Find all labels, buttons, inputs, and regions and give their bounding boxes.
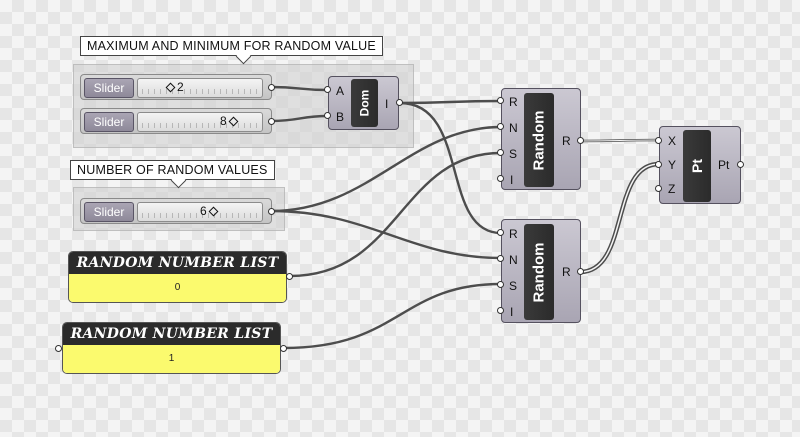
dom-name: Dom	[357, 89, 372, 117]
slider-grip-icon[interactable]	[208, 206, 219, 217]
random2-name: Random	[530, 242, 548, 302]
panel1-title: RANDOM NUMBER LIST	[69, 252, 286, 274]
dom-core[interactable]: Dom	[351, 79, 378, 127]
slider-max-value: 8	[220, 114, 227, 128]
slider-max-label: Slider	[84, 112, 134, 132]
slider-min-output-port[interactable]	[268, 84, 275, 91]
slider-max[interactable]: Slider 8	[80, 108, 272, 134]
random-component-2[interactable]: R N S I Random R	[501, 219, 581, 323]
panel1-content[interactable]: 0	[69, 274, 286, 302]
slider-count-track[interactable]: 6	[137, 202, 263, 222]
random2-input-r-port[interactable]	[497, 229, 504, 236]
pt-input-x-port[interactable]	[655, 137, 662, 144]
slider-count-value-display[interactable]: 6	[200, 204, 220, 218]
wire-panel2-to-random2-s	[282, 282, 503, 350]
slider-min-value-display[interactable]: 2	[164, 80, 184, 94]
random2-input-n-label: N	[509, 253, 518, 267]
panel2-content[interactable]: 1	[63, 345, 280, 373]
domain-component[interactable]: A B Dom I	[328, 76, 399, 130]
random1-input-n-port[interactable]	[497, 123, 504, 130]
wire-dom-to-random2-r	[398, 101, 503, 235]
panel2-input-port[interactable]	[55, 345, 62, 352]
random1-input-r-port[interactable]	[497, 97, 504, 104]
random2-input-n-port[interactable]	[497, 255, 504, 262]
pt-output-label: Pt	[718, 158, 730, 172]
random1-input-i-port[interactable]	[497, 175, 504, 182]
dom-input-a-label: A	[336, 84, 345, 98]
pt-input-z-port[interactable]	[655, 185, 662, 192]
slider-count-label: Slider	[84, 202, 134, 222]
wire-dom-to-random1-r	[398, 99, 503, 105]
slider-max-value-display[interactable]: 8	[220, 114, 240, 128]
panel1-output-port[interactable]	[286, 273, 293, 280]
dom-input-a-port[interactable]	[324, 86, 331, 93]
random1-input-n-label: N	[509, 121, 518, 135]
point-component[interactable]: X Y Z Pt Pt	[659, 126, 741, 204]
dom-input-b-port[interactable]	[324, 112, 331, 119]
pt-input-y-label: Y	[668, 158, 677, 172]
random1-output-port[interactable]	[577, 137, 584, 144]
random1-name: Random	[530, 110, 548, 170]
slider-max-output-port[interactable]	[268, 118, 275, 125]
random2-output-label: R	[562, 265, 571, 279]
random1-output-label: R	[562, 134, 571, 148]
random1-input-i-label: I	[510, 173, 514, 187]
pt-core[interactable]: Pt	[683, 130, 711, 202]
random1-input-r-label: R	[509, 95, 518, 109]
random2-input-r-label: R	[509, 227, 518, 241]
slider-min-value: 2	[177, 80, 184, 94]
wire-panel1-to-random1-s	[288, 151, 503, 278]
group-min-max-title: MAXIMUM AND MINIMUM FOR RANDOM VALUE	[80, 36, 383, 56]
slider-count-output-port[interactable]	[268, 208, 275, 215]
dom-input-b-label: B	[336, 110, 345, 124]
wire-random1-to-pt-x-list	[579, 139, 660, 142]
random2-output-port[interactable]	[577, 268, 584, 275]
slider-grip-icon[interactable]	[228, 116, 239, 127]
pt-input-z-label: Z	[668, 182, 676, 196]
slider-min[interactable]: Slider 2	[80, 74, 272, 100]
dom-output-label: I	[385, 97, 389, 111]
dom-output-port[interactable]	[396, 99, 403, 106]
slider-min-label: Slider	[84, 78, 134, 98]
random2-input-s-label: S	[509, 279, 518, 293]
wire-slider3-to-random2-n	[269, 209, 503, 260]
wire-random2-to-pt-y	[577, 161, 662, 275]
random-component-1[interactable]: R N S I Random R	[501, 88, 581, 190]
slider-count-value: 6	[200, 204, 207, 218]
pt-input-x-label: X	[668, 134, 677, 148]
random2-input-s-port[interactable]	[497, 281, 504, 288]
panel-random-list-1[interactable]: RANDOM NUMBER LIST 0	[68, 251, 287, 303]
random1-input-s-label: S	[509, 147, 518, 161]
group-count-title: NUMBER OF RANDOM VALUES	[70, 160, 275, 180]
pt-output-port[interactable]	[737, 161, 744, 168]
random2-input-i-label: I	[510, 305, 514, 319]
slider-grip-icon[interactable]	[165, 82, 176, 93]
random1-input-s-port[interactable]	[497, 149, 504, 156]
panel2-output-port[interactable]	[280, 345, 287, 352]
random2-core[interactable]: Random	[524, 224, 554, 320]
wire-random1-to-pt-x	[578, 138, 661, 143]
slider-min-track[interactable]: 2	[137, 78, 263, 98]
slider-count[interactable]: Slider 6	[80, 198, 272, 224]
panel2-title: RANDOM NUMBER LIST	[63, 323, 280, 345]
panel-random-list-2[interactable]: RANDOM NUMBER LIST 1	[62, 322, 281, 374]
slider-max-track[interactable]: 8	[137, 112, 263, 132]
pt-input-y-port[interactable]	[655, 161, 662, 168]
pt-name: Pt	[689, 159, 705, 173]
random1-core[interactable]: Random	[524, 93, 554, 187]
random2-input-i-port[interactable]	[497, 307, 504, 314]
